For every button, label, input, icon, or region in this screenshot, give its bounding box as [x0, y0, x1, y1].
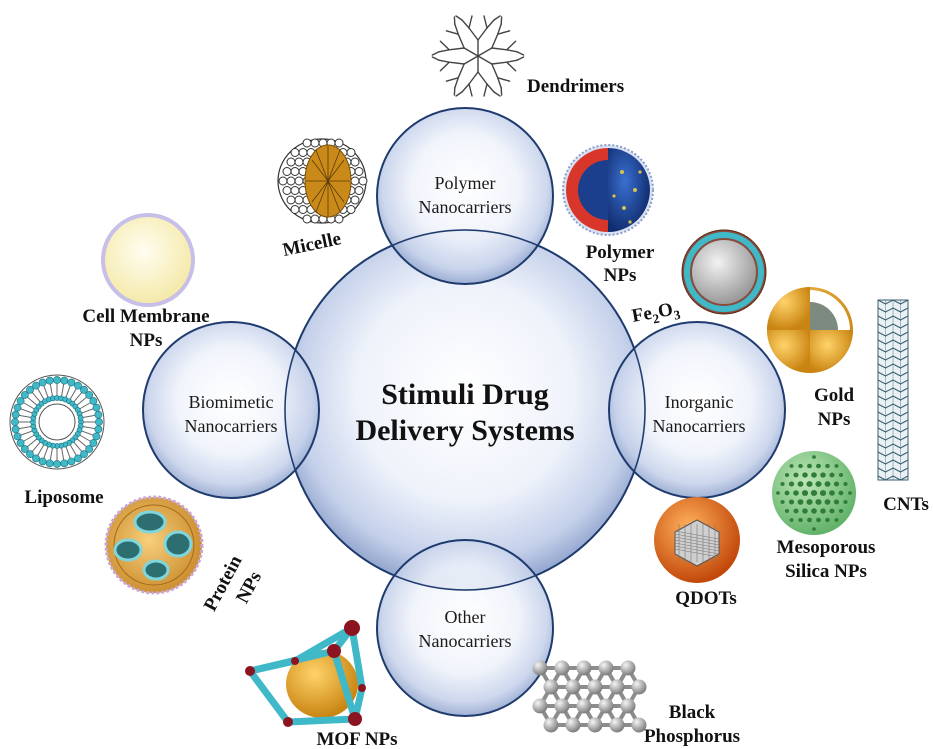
- cnt-icon: [877, 299, 909, 481]
- protein-np-icon: [104, 495, 204, 595]
- cell-membrane-nps-label-line2: NPs: [130, 330, 163, 351]
- inorganic-nanocarriers-line1: Inorganic: [665, 392, 734, 412]
- black-phosphorus-icon: [532, 660, 647, 733]
- polymer-nps-label-line2: NPs: [604, 265, 637, 286]
- other-nanocarriers-line1: Other: [445, 607, 486, 627]
- qdots-label: QDOTs: [675, 588, 737, 609]
- micelle-icon: [277, 138, 368, 224]
- cell-membrane-nps-label-line1: Cell Membrane: [82, 306, 209, 327]
- center-title-line1: Stimuli Drug: [381, 378, 549, 411]
- micelle-label: Micelle: [281, 228, 343, 261]
- center-title-line2: Delivery Systems: [355, 414, 574, 447]
- gold-nps-label-line2: NPs: [818, 409, 851, 430]
- mof-np-icon: [245, 620, 366, 727]
- dendrimer-icon: [431, 15, 525, 97]
- biomimetic-nanocarriers-line2: Nanocarriers: [185, 416, 278, 436]
- fe2o3-label: Fe2O3: [630, 298, 682, 330]
- polymer-np-icon: [562, 144, 654, 236]
- cell-membrane-np-icon: [101, 213, 195, 307]
- mof-nps-label: MOF NPs: [316, 729, 397, 749]
- liposome-icon: [9, 374, 105, 470]
- biomimetic-bubble: [142, 321, 320, 499]
- black-phosphorus-label-line1: Black: [669, 702, 716, 723]
- qdot-icon: [654, 497, 740, 583]
- bubble-group: [142, 107, 786, 717]
- fe2o3-icon: [681, 229, 767, 315]
- mesoporous-silica-np-icon: [772, 451, 856, 535]
- mesoporous-silica-nps-label-line2: Silica NPs: [785, 561, 867, 582]
- polymer-nanocarriers-line2: Nanocarriers: [419, 197, 512, 217]
- polymer-nps-label-line1: Polymer: [586, 242, 655, 263]
- polymer-bubble: [376, 107, 554, 285]
- black-phosphorus-label-line2: Phosphorus: [644, 726, 740, 747]
- liposome-label: Liposome: [24, 487, 103, 508]
- cnts-label: CNTs: [883, 494, 929, 515]
- mesoporous-silica-nps-label-line1: Mesoporous: [777, 537, 876, 558]
- polymer-nanocarriers-line1: Polymer: [435, 173, 496, 193]
- dendrimers-label: Dendrimers: [527, 76, 624, 97]
- other-bubble: [376, 539, 554, 717]
- other-nanocarriers-line2: Nanocarriers: [419, 631, 512, 651]
- gold-np-icon: [767, 287, 853, 373]
- inorganic-nanocarriers-line2: Nanocarriers: [653, 416, 746, 436]
- biomimetic-nanocarriers-line1: Biomimetic: [189, 392, 274, 412]
- gold-nps-label-line1: Gold: [814, 385, 855, 406]
